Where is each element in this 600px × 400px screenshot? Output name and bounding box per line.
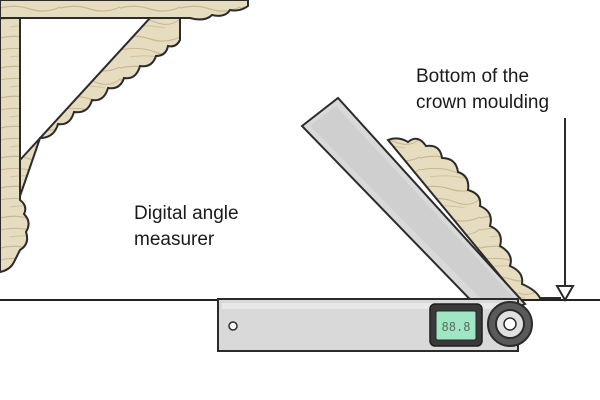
lcd-display: 88.8 bbox=[429, 303, 483, 347]
tool-label-line2: measurer bbox=[134, 229, 215, 250]
shelf-board bbox=[0, 0, 249, 21]
crown-label-line1: Bottom of the bbox=[416, 66, 529, 87]
wooden-bracket bbox=[0, 0, 249, 274]
bracket-post bbox=[0, 17, 30, 274]
angle-arm bbox=[300, 96, 527, 320]
hang-hole bbox=[228, 321, 238, 331]
crown-moulding bbox=[386, 137, 561, 301]
crown-label-line2: crown moulding bbox=[416, 92, 549, 113]
hinge-knob bbox=[487, 301, 533, 347]
bracket-brace bbox=[19, 17, 181, 197]
arrow-down-icon bbox=[555, 118, 575, 303]
lcd-readout: 88.8 bbox=[442, 320, 471, 334]
tool-label-line1: Digital angle bbox=[134, 203, 239, 224]
